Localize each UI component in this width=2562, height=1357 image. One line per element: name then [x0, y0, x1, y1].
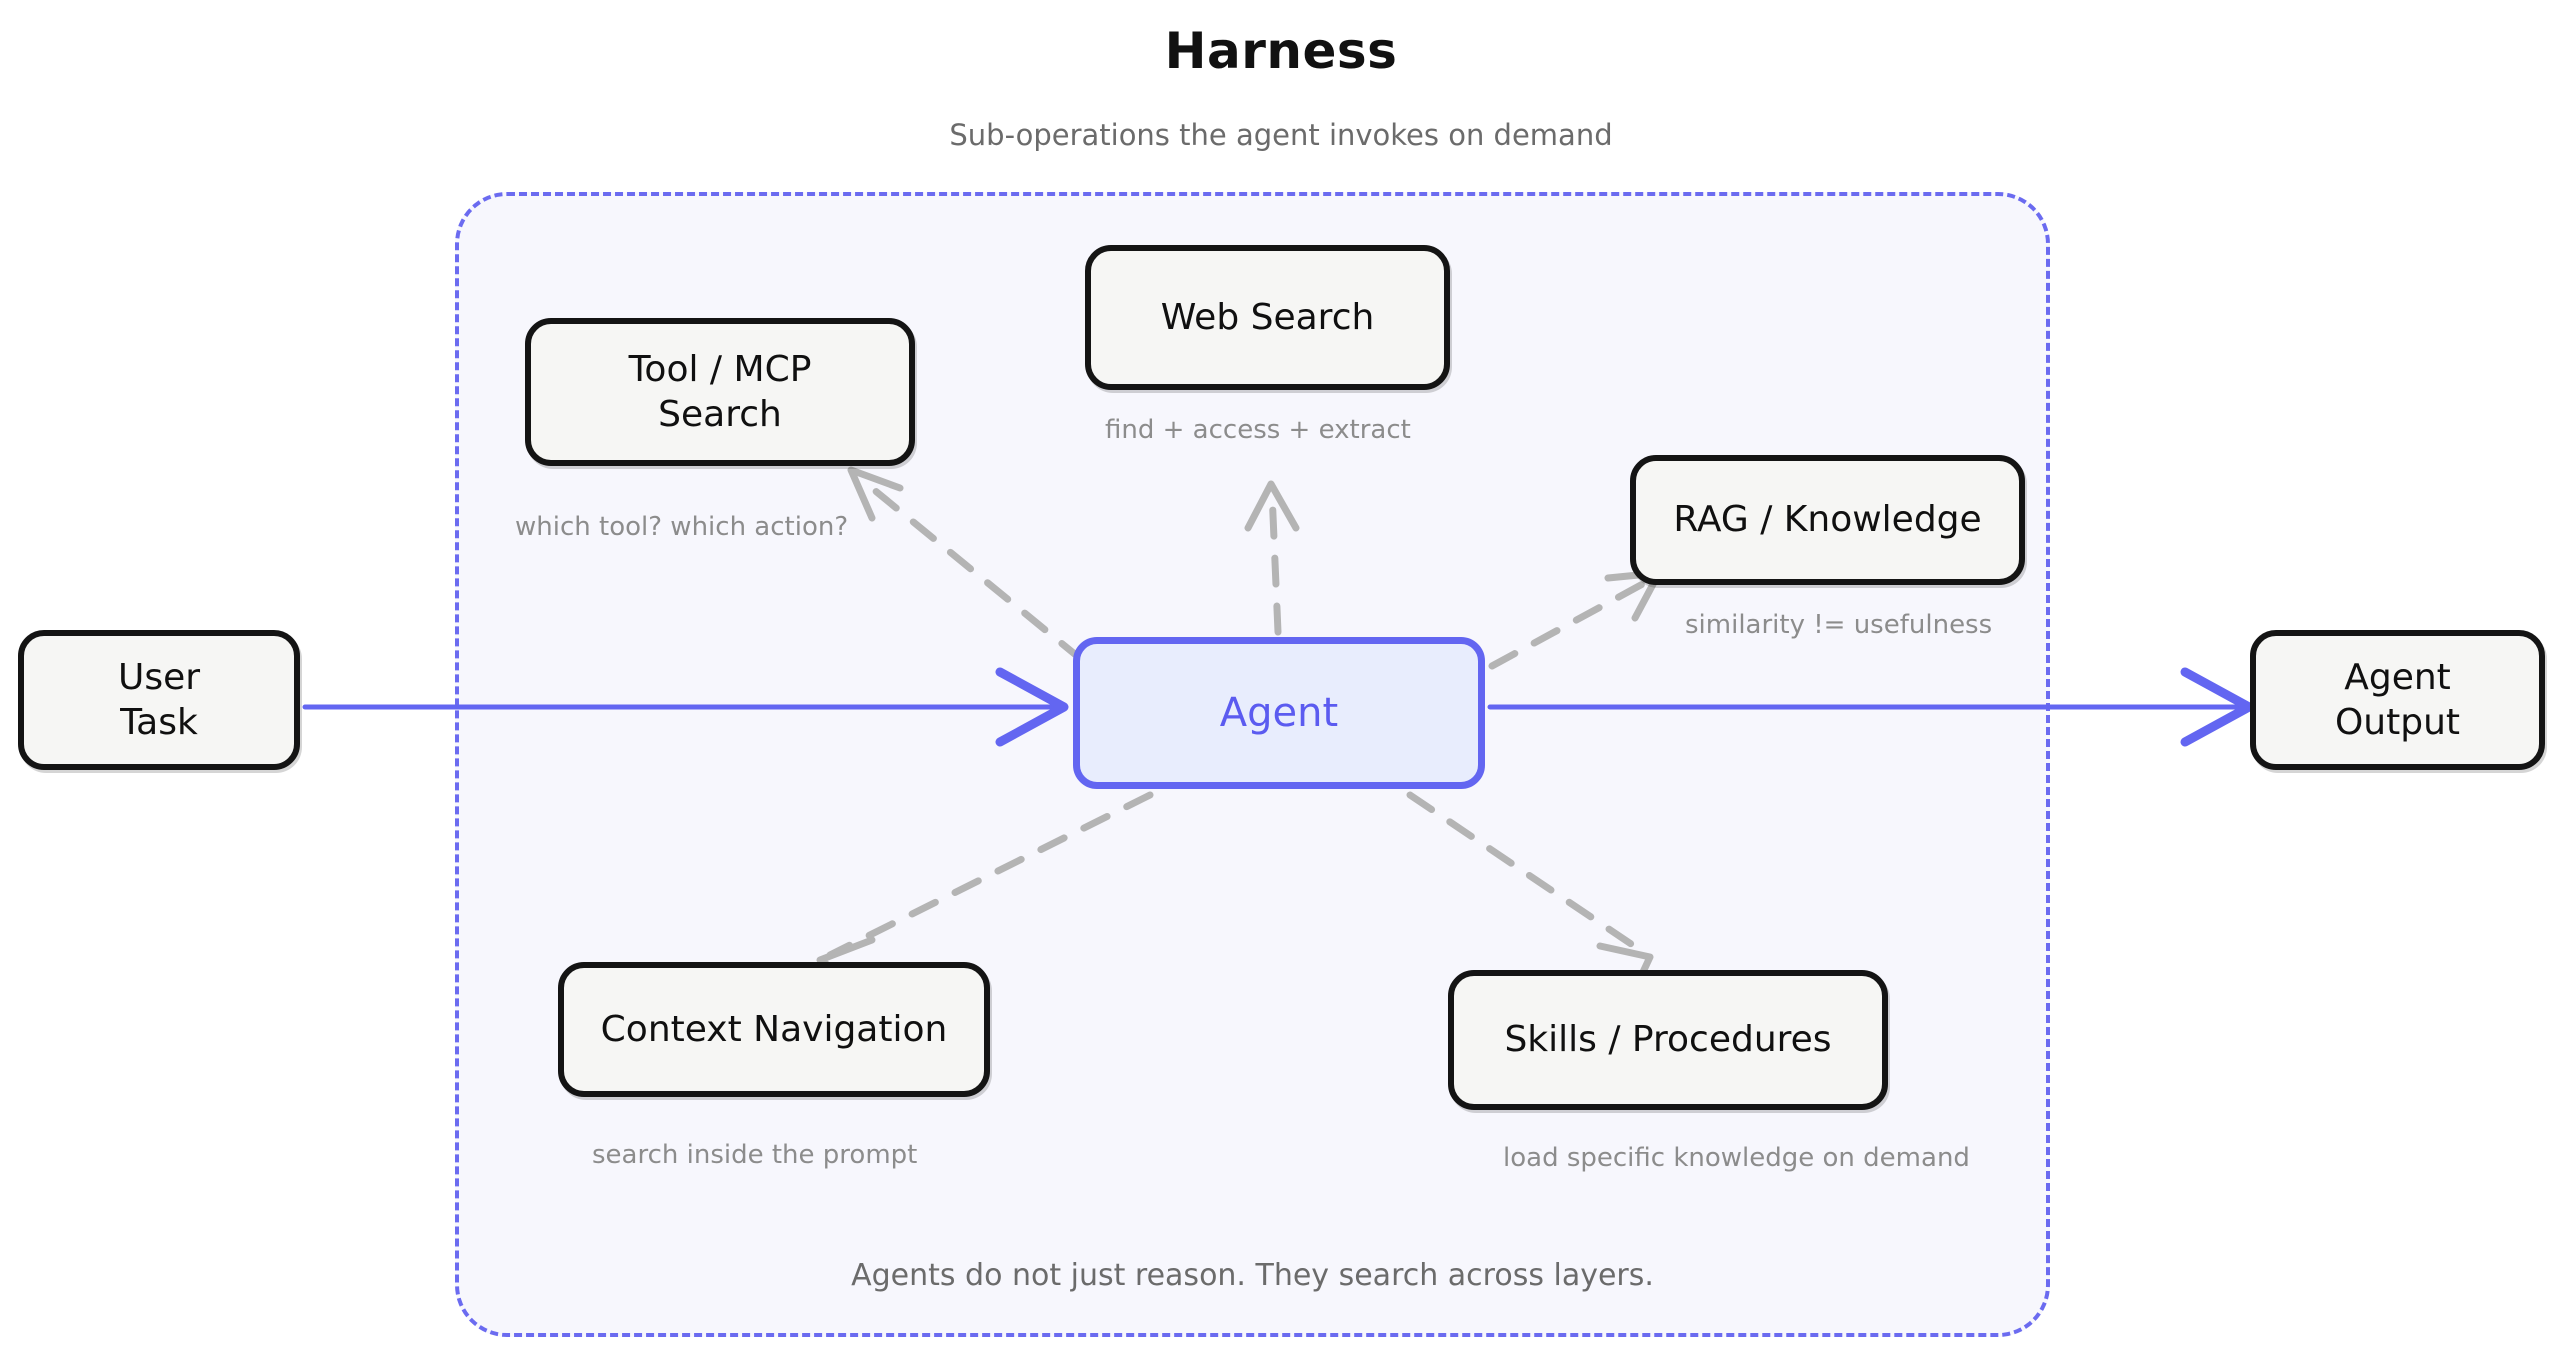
node-skills-procedures[interactable]: Skills / Procedures	[1448, 970, 1888, 1110]
node-tool-mcp-search[interactable]: Tool / MCP Search	[525, 318, 915, 466]
node-web-search[interactable]: Web Search	[1085, 245, 1450, 390]
node-agent[interactable]: Agent	[1073, 637, 1485, 789]
harness-footnote: Agents do not just reason. They search a…	[851, 1258, 1654, 1293]
page-title: Harness	[1164, 22, 1398, 80]
caption-tool-mcp-search: which tool? which action?	[515, 512, 849, 542]
node-context-navigation[interactable]: Context Navigation	[558, 962, 990, 1097]
caption-context-navigation: search inside the prompt	[592, 1140, 918, 1170]
node-user-task[interactable]: User Task	[18, 630, 300, 770]
node-rag-knowledge[interactable]: RAG / Knowledge	[1630, 455, 2025, 585]
node-agent-output[interactable]: Agent Output	[2250, 630, 2545, 770]
page-subtitle: Sub-operations the agent invokes on dema…	[949, 118, 1613, 152]
caption-skills-procedures: load specific knowledge on demand	[1503, 1143, 1970, 1173]
caption-rag-knowledge: similarity != usefulness	[1685, 610, 1993, 640]
caption-web-search: find + access + extract	[1105, 415, 1411, 445]
